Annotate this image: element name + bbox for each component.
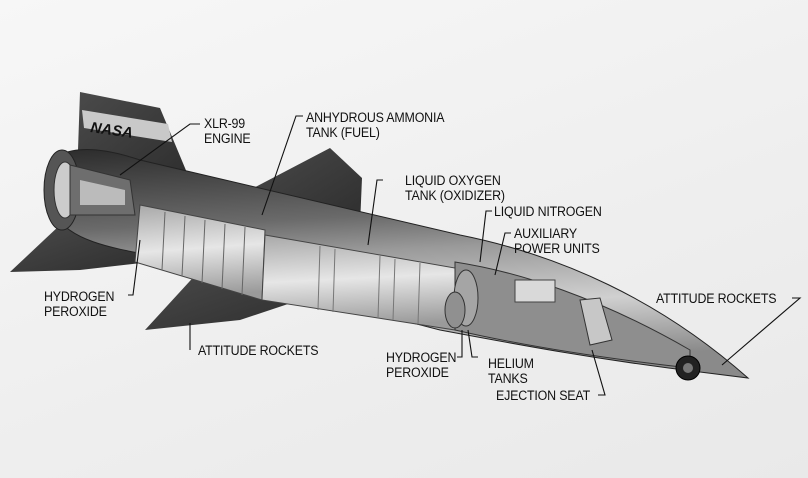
hydrogen-peroxide-tank bbox=[444, 291, 466, 329]
ejection-seat bbox=[579, 297, 613, 346]
lox-tank-ribs bbox=[317, 245, 421, 325]
apu-bay bbox=[514, 279, 556, 303]
nasa-tail-marking: NASA bbox=[89, 119, 133, 142]
label-ejection-seat: EJECTION SEAT bbox=[496, 388, 590, 403]
label-attitude-rockets-wing: ATTITUDE ROCKETS bbox=[198, 343, 319, 358]
ammonia-tank-ribs bbox=[161, 211, 246, 296]
label-liquid-nitrogen: LIQUID NITROGEN bbox=[494, 204, 602, 219]
leader-lines bbox=[119, 115, 802, 396]
engine-bay bbox=[43, 149, 136, 231]
label-attitude-rockets-nose: ATTITUDE ROCKETS bbox=[656, 291, 777, 306]
